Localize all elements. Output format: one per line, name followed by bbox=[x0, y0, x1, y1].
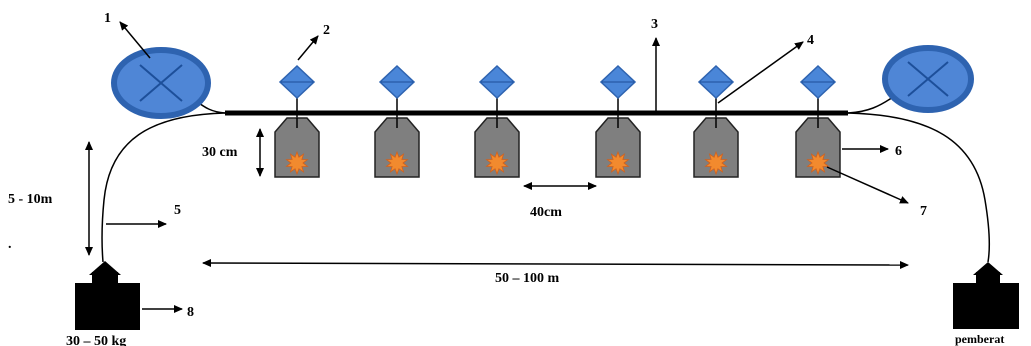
seed-bag-unit bbox=[795, 64, 841, 178]
seed-icon bbox=[704, 150, 728, 176]
seed-bag bbox=[374, 117, 420, 178]
label-5-10m: 5 - 10m bbox=[8, 192, 53, 207]
dimension-50-100m bbox=[202, 259, 909, 269]
label-5: 5 bbox=[174, 203, 181, 218]
right-mooring-rope bbox=[847, 112, 990, 263]
arrow-1 bbox=[119, 21, 151, 59]
seed-bag bbox=[693, 117, 739, 178]
label-pemberat: pemberat bbox=[955, 332, 1004, 346]
left-anchor-weight bbox=[75, 261, 140, 330]
seed-icon bbox=[285, 150, 309, 176]
label-4: 4 bbox=[807, 33, 814, 48]
label-2: 2 bbox=[323, 23, 330, 38]
arrow-4 bbox=[717, 41, 804, 104]
label-8: 8 bbox=[187, 305, 194, 320]
seed-bag bbox=[595, 117, 641, 178]
label-7: 7 bbox=[920, 204, 927, 219]
seed-icon bbox=[485, 150, 509, 176]
left-mooring-rope bbox=[101, 112, 226, 263]
seed-bag bbox=[474, 117, 520, 178]
seed-icon bbox=[385, 150, 409, 176]
arrow-7 bbox=[826, 166, 909, 204]
label-30-50kg: 30 – 50 kg bbox=[66, 334, 126, 346]
seed-bag-unit bbox=[274, 64, 320, 178]
right-float-tether bbox=[847, 96, 894, 114]
left-float-icon bbox=[111, 47, 211, 119]
label-50-100m: 50 – 100 m bbox=[495, 271, 560, 286]
right-anchor-weight bbox=[953, 262, 1019, 329]
label-3: 3 bbox=[651, 17, 658, 32]
label-6: 6 bbox=[895, 144, 902, 159]
label-1: 1 bbox=[104, 11, 111, 26]
label-30cm: 30 cm bbox=[202, 145, 238, 160]
seed-bag-unit bbox=[693, 64, 739, 178]
seed-bag-unit bbox=[374, 64, 420, 178]
right-float-icon bbox=[882, 45, 974, 113]
label-40cm: 40cm bbox=[530, 205, 562, 220]
seed-bag-units bbox=[274, 64, 841, 178]
arrow-2 bbox=[297, 35, 319, 61]
seed-icon bbox=[806, 150, 830, 176]
stray-dot: . bbox=[8, 237, 12, 252]
seed-bag bbox=[795, 117, 841, 178]
seed-bag bbox=[274, 117, 320, 178]
seed-icon bbox=[606, 150, 630, 176]
seed-bag-unit bbox=[474, 64, 520, 178]
seed-bag-unit bbox=[595, 64, 641, 178]
